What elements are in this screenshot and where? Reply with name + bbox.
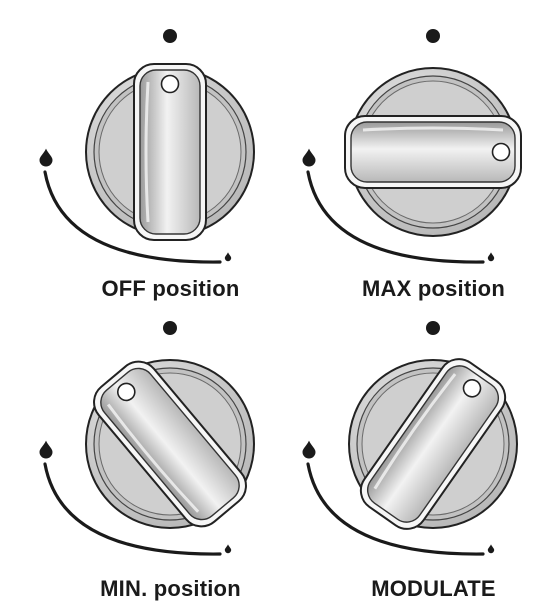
knob-handle[interactable] (133, 63, 207, 241)
handle-indicator-circle-icon (491, 142, 511, 162)
small-flame-icon (224, 544, 232, 554)
small-flame-icon (224, 252, 232, 262)
control-knob[interactable] (85, 63, 255, 241)
handle-indicator-circle-icon (462, 378, 482, 398)
flame-adjust-arc (43, 170, 222, 264)
position-marker-dot-icon (163, 321, 177, 335)
knob-panel: OFF position (0, 0, 271, 301)
position-marker-dot-icon (426, 29, 440, 43)
flame-adjust-arc (306, 462, 485, 556)
knob-position-label: OFF position (101, 276, 240, 301)
large-flame-icon (302, 440, 316, 459)
control-knob[interactable] (348, 351, 518, 536)
large-flame-icon (39, 440, 53, 459)
knob-position-label: MODULATE (371, 576, 496, 601)
handle-indicator-circle-icon (116, 382, 136, 402)
knob-panel: MIN. position (0, 300, 271, 601)
knob-figure (302, 29, 522, 264)
control-knob[interactable] (85, 353, 255, 534)
knob-position-label: MAX position (362, 276, 505, 301)
control-knob[interactable] (344, 67, 522, 237)
knob-handle[interactable] (86, 353, 254, 534)
flame-adjust-arc (306, 170, 485, 264)
large-flame-icon (39, 148, 53, 167)
large-flame-icon (302, 148, 316, 167)
small-flame-icon (487, 252, 495, 262)
knob-handle[interactable] (344, 115, 522, 189)
position-marker-dot-icon (426, 321, 440, 335)
knob-panel: MAX position (271, 0, 542, 301)
flame-adjust-arc (43, 462, 222, 556)
knob-figure (39, 321, 255, 556)
position-marker-dot-icon (163, 29, 177, 43)
knob-figure (39, 29, 255, 264)
handle-indicator-circle-icon (160, 74, 180, 94)
knob-handle[interactable] (353, 351, 513, 536)
knob-position-label: MIN. position (100, 576, 241, 601)
small-flame-icon (487, 544, 495, 554)
knob-panel: MODULATE (271, 300, 542, 601)
knob-figure (302, 321, 518, 556)
